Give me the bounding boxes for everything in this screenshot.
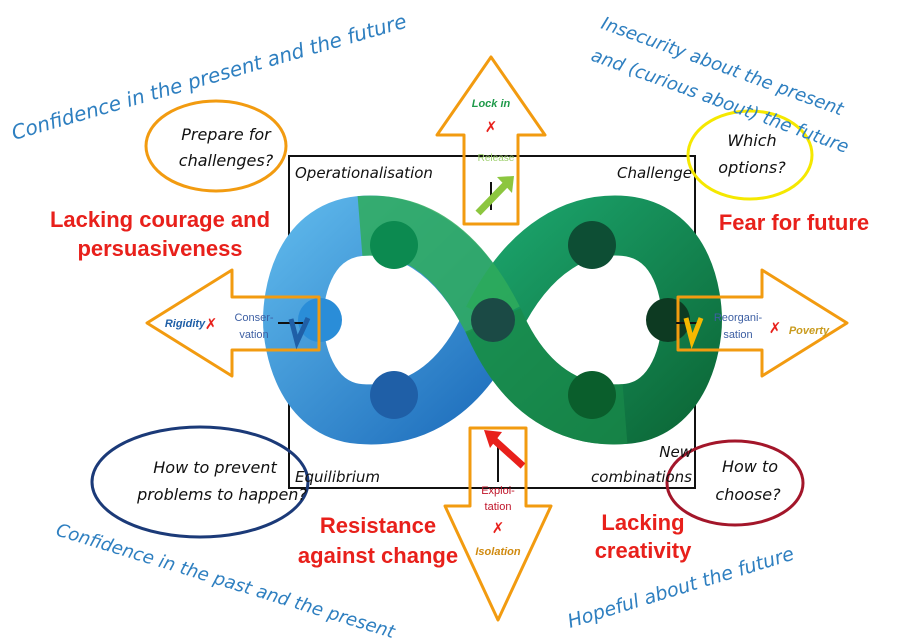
bubble-text: challenges? — [179, 151, 274, 170]
x-mark-icon: ✗ — [205, 316, 218, 333]
phase-label-reorganisation: sation — [723, 329, 752, 341]
arrow-down — [443, 426, 553, 622]
risk-label: persuasiveness — [77, 236, 242, 261]
risk-label: Fear for future — [719, 210, 869, 235]
risk-label: against change — [298, 543, 458, 568]
arrow-right — [676, 268, 849, 378]
bubble-text: How to — [722, 457, 778, 476]
bubble-top-left — [144, 99, 288, 193]
bubble-text: options? — [718, 158, 786, 177]
bubble-text: Which — [727, 131, 776, 150]
bubble-text: Prepare for — [181, 125, 272, 144]
trap-label-lock-in: Lock in — [472, 98, 511, 110]
quadrant-label-new: New — [659, 443, 692, 461]
trap-label-rigidity: Rigidity — [165, 318, 206, 330]
x-mark-icon: ✗ — [769, 320, 782, 337]
yellow-arrow-icon — [683, 317, 704, 350]
bubble-top-right — [686, 109, 814, 201]
risk-label: Lacking — [601, 510, 684, 535]
bubble-text: How to prevent — [153, 458, 277, 477]
phase-label-reorganisation: Reorgani- — [714, 312, 763, 324]
risk-label: Lacking courage and — [50, 207, 270, 232]
risk-label: Resistance — [320, 513, 436, 538]
green-arrow-icon — [475, 180, 510, 216]
red-arrow-icon — [489, 435, 526, 469]
risk-label: creativity — [595, 538, 692, 563]
blue-arrow-icon — [288, 316, 311, 350]
quadrant-label-operationalisation: Operationalisation — [295, 164, 433, 182]
bubble-text: choose? — [715, 485, 781, 504]
x-mark-icon: ✗ — [492, 520, 505, 537]
quadrant-label-challenge: Challenge — [617, 164, 692, 182]
bubble-text: problems to happen? — [136, 485, 307, 504]
bubble-bottom-left — [90, 425, 310, 539]
arrow-left — [145, 268, 321, 378]
quadrant-label-equilibrium: Equilibrium — [295, 468, 380, 486]
phase-label-exploitation: tation — [485, 501, 512, 513]
quadrant-label-combinations: combinations — [591, 468, 692, 486]
arrow-up — [435, 55, 547, 226]
trap-label-isolation: Isolation — [475, 546, 521, 558]
phase-label-conservation: Conser- — [234, 312, 273, 324]
phase-label-release: Release — [478, 153, 515, 164]
trap-label-poverty: Poverty — [789, 325, 830, 337]
phase-label-exploitation: Exploi- — [481, 485, 515, 497]
infinity-loop — [262, 195, 723, 445]
phase-label-conservation: vation — [239, 329, 268, 341]
x-mark-icon: ✗ — [485, 119, 498, 136]
bubble-bottom-right — [665, 439, 805, 527]
